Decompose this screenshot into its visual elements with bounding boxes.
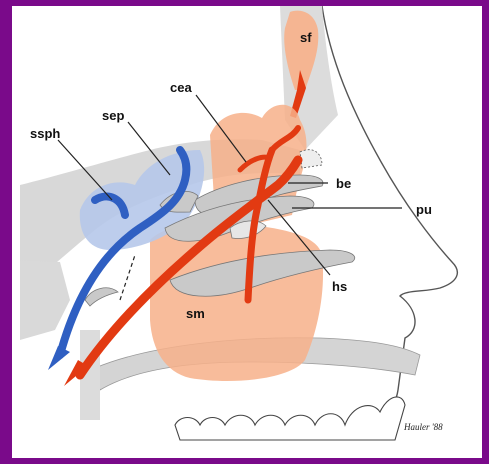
posterior-bone xyxy=(20,260,70,340)
label-hs: hs xyxy=(332,279,347,294)
maxillary-sinus xyxy=(150,223,323,381)
artist-signature: Hauler '88 xyxy=(403,422,443,432)
label-sep: sep xyxy=(102,108,124,123)
label-cea: cea xyxy=(170,80,192,95)
dashed-pathway xyxy=(120,255,135,300)
label-ssph: ssph xyxy=(30,126,60,141)
teeth-outline xyxy=(175,397,405,440)
posterior-hook xyxy=(85,288,118,306)
label-sf: sf xyxy=(300,30,312,45)
label-pu: pu xyxy=(416,202,432,217)
vein-arrowhead xyxy=(48,346,70,370)
label-sm: sm xyxy=(186,306,205,321)
bulla-ethmoidalis xyxy=(300,150,322,168)
label-be: be xyxy=(336,176,351,191)
